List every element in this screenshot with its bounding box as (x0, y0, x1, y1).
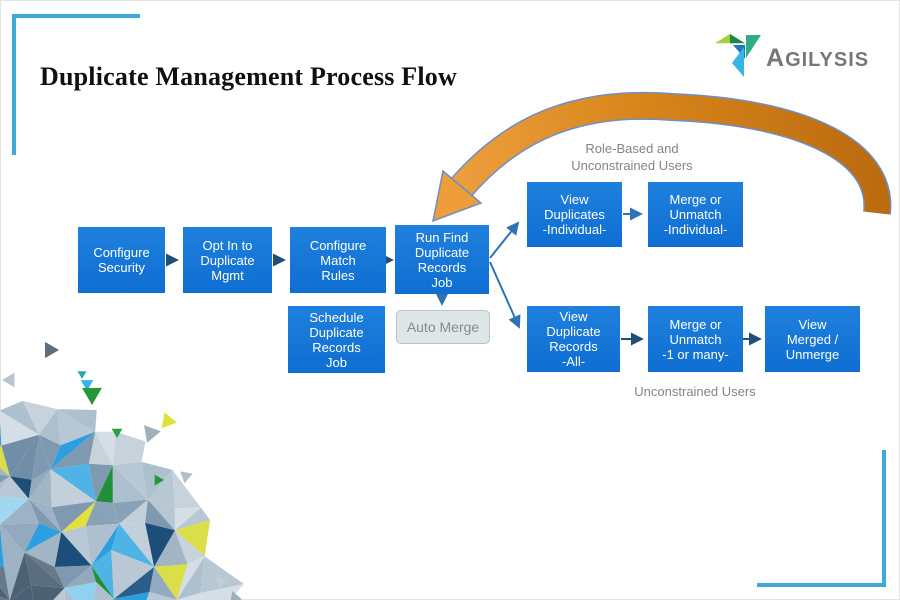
bottom-right-corner-accent-vertical (882, 450, 886, 587)
straight-connectors (165, 207, 762, 346)
annotation-role-based-users: Role-Based and Unconstrained Users (571, 141, 693, 173)
agilysis-logo: AGILYSIS (714, 33, 889, 79)
flow-node-merge-or-unmatch-1-or-many: Merge or Unmatch -1 or many- (648, 306, 743, 372)
auto-merge-box: Auto Merge (396, 310, 490, 344)
top-left-corner-accent-horizontal (12, 14, 140, 18)
flow-node-view-merged-unmerge: View Merged / Unmerge (765, 306, 860, 372)
flow-node-run-find-duplicate-records-job: Run Find Duplicate Records Job (395, 225, 489, 294)
flow-node-opt-in-to-duplicate-mgmt: Opt In to Duplicate Mgmt (183, 227, 272, 293)
annotation-unconstrained-users: Unconstrained Users (634, 384, 756, 399)
flow-node-view-duplicates-individual: View Duplicates -Individual- (527, 182, 622, 247)
loop-back-arrow (431, 91, 892, 223)
page-title: Duplicate Management Process Flow (40, 62, 457, 91)
top-left-corner-accent-vertical (12, 14, 16, 155)
flow-node-merge-or-unmatch-individual: Merge or Unmatch -Individual- (648, 182, 743, 247)
flow-node-configure-match-rules: Configure Match Rules (290, 227, 386, 293)
agilysis-logo-text: AGILYSIS (766, 44, 870, 72)
low-poly-globe-decoration (0, 341, 244, 600)
flow-node-schedule-duplicate-records-job: Schedule Duplicate Records Job (288, 306, 385, 373)
bottom-right-corner-accent-horizontal (757, 583, 886, 587)
agilysis-logo-icon (715, 34, 761, 77)
flow-node-view-duplicate-records-all: View Duplicate Records -All- (527, 306, 620, 372)
flow-node-configure-security: Configure Security (78, 227, 165, 293)
